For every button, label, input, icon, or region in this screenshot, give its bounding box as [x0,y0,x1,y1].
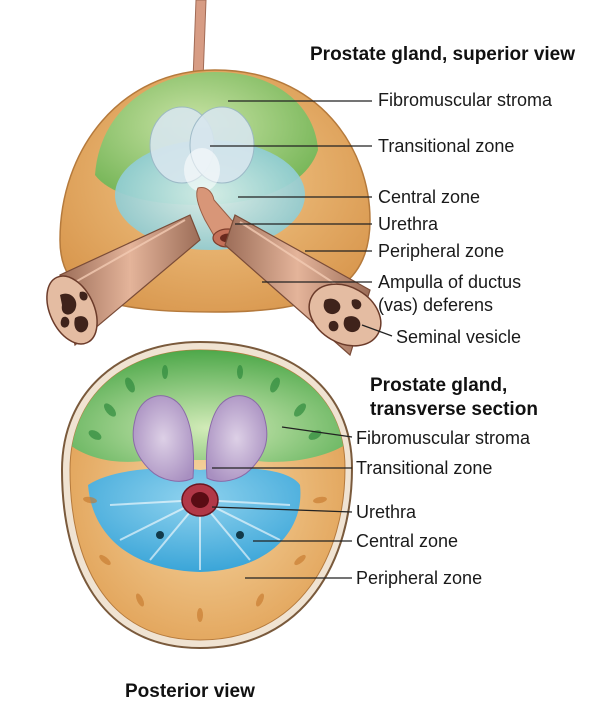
ejaculatory-duct-left [156,531,164,539]
label-superior-fibromuscular-stroma: Fibromuscular stroma [378,90,553,110]
label-ampulla-line1: Ampulla of ductus [378,272,522,292]
transverse-title-line1: Prostate gland, [370,375,508,396]
posterior-view-caption: Posterior view [125,681,255,702]
ejaculatory-duct-right [236,531,244,539]
superior-view-title: Prostate gland, superior view [310,44,576,65]
superior-leader-lines [210,100,393,337]
label-transverse-fibromuscular-stroma: Fibromuscular stroma [356,428,531,448]
label-transverse-peripheral-zone: Peripheral zone [356,568,483,588]
transverse-title-line2: transverse section [370,399,538,420]
label-transverse-central-zone: Central zone [356,531,459,551]
label-ampulla-line2: (vas) deferens [378,295,494,315]
label-superior-transitional-zone: Transitional zone [378,136,515,156]
transverse-central-zone [88,468,301,572]
transverse-transitional-left [132,395,195,482]
superior-view-illustration [46,0,382,357]
label-seminal-vesicle: Seminal vesicle [396,327,522,347]
label-superior-central-zone: Central zone [378,187,481,207]
urethra-top-duct [192,0,207,81]
label-transverse-transitional-zone: Transitional zone [356,458,493,478]
label-superior-peripheral-zone: Peripheral zone [378,241,505,261]
right-seminal-vesicle [224,214,382,357]
left-seminal-vesicle [46,214,201,347]
transverse-leader-lines [211,426,353,579]
transverse-section-illustration [60,340,354,650]
label-superior-urethra: Urethra [378,214,439,234]
transverse-transitional-right [205,395,268,482]
label-transverse-urethra: Urethra [356,502,417,522]
